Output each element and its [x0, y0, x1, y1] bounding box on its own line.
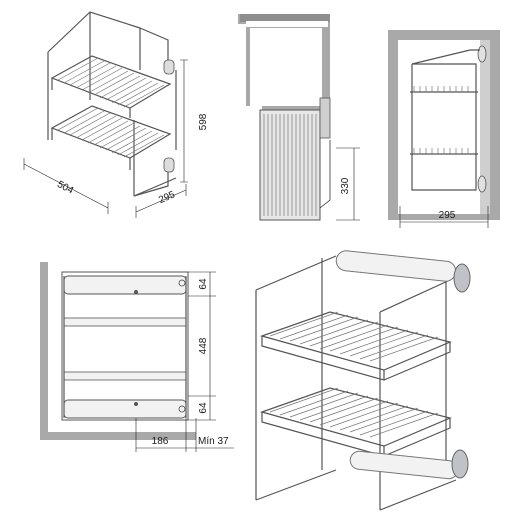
iso-width-label: 504 [55, 179, 75, 197]
front-top-rail [63, 275, 187, 295]
side-open-view: 330 [238, 14, 360, 221]
photo-top-rail [335, 250, 457, 282]
fitted-top-knob [477, 45, 487, 63]
front-bottom-width-label: 186 [152, 436, 169, 447]
side-fitted-depth-label: 295 [439, 210, 456, 221]
photo-bottom-knob [451, 449, 469, 479]
side-open-height-label: 330 [340, 177, 351, 194]
side-fitted-view: 295 [388, 30, 500, 228]
photo-bottom-rail [349, 450, 459, 480]
front-middle-label: 448 [198, 337, 209, 354]
pulled-basket [259, 109, 321, 221]
fitted-bottom-knob [477, 175, 487, 193]
iso-top-rail [163, 59, 175, 75]
iso-depth-label: 295 [157, 189, 177, 206]
photo-top-knob [453, 263, 471, 293]
front-bottom-rail [63, 399, 187, 419]
front-min-clearance-label: Mín 37 [198, 436, 229, 447]
front-top-offset-label: 64 [198, 278, 209, 290]
iso-view: 598 504 295 [23, 11, 209, 218]
iso-height-label: 598 [198, 113, 209, 130]
front-view: 64 448 64 186 Mín 37 [40, 262, 234, 452]
iso-bottom-rail [163, 157, 175, 173]
product-photo [255, 250, 471, 511]
front-bottom-offset-label: 64 [198, 402, 209, 414]
